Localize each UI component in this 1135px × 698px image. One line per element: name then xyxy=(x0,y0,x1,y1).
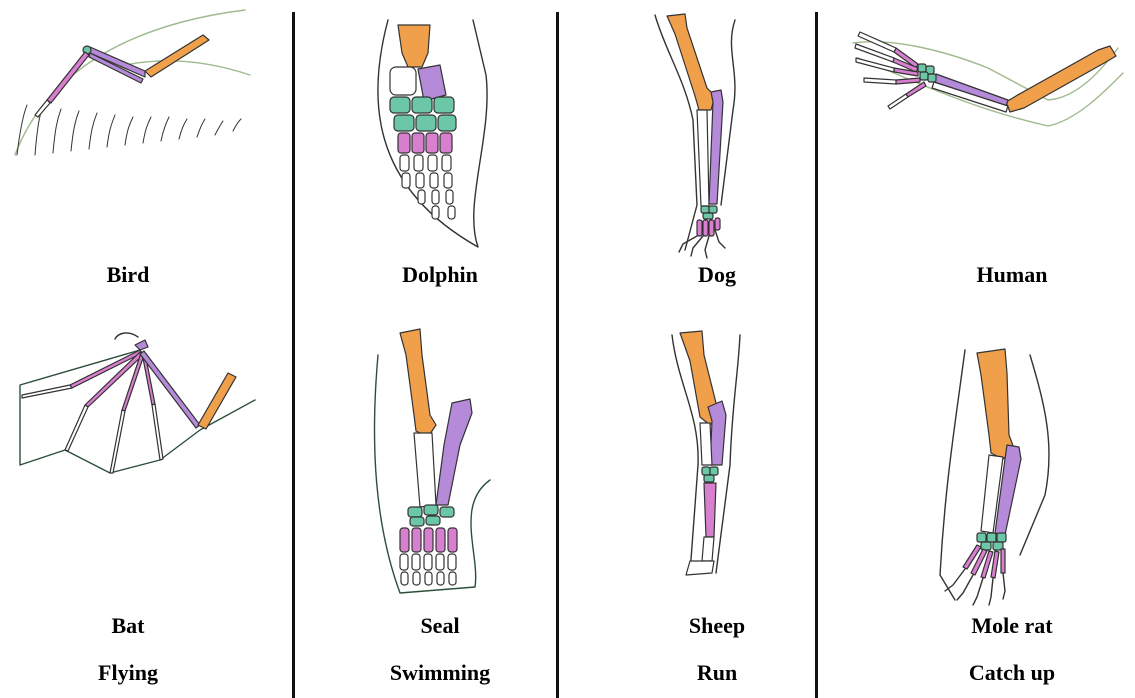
dog-leg-illustration xyxy=(645,10,755,260)
animal-label-dog: Dog xyxy=(698,262,736,288)
function-label-catch-up: Catch up xyxy=(969,660,1055,686)
animal-label-mole-rat: Mole rat xyxy=(971,613,1052,639)
bird-wing-illustration xyxy=(5,5,255,165)
function-label-swimming: Swimming xyxy=(390,660,490,686)
animal-label-human: Human xyxy=(977,262,1048,288)
animal-label-seal: Seal xyxy=(420,613,459,639)
animal-label-bird: Bird xyxy=(107,262,150,288)
human-arm-illustration xyxy=(848,8,1128,138)
animal-label-sheep: Sheep xyxy=(689,613,745,639)
sheep-leg-illustration xyxy=(650,325,750,580)
animal-label-dolphin: Dolphin xyxy=(402,262,478,288)
column-divider-1 xyxy=(292,12,295,698)
animal-label-bat: Bat xyxy=(112,613,145,639)
dolphin-flipper-illustration xyxy=(368,15,508,250)
seal-flipper-illustration xyxy=(370,325,500,595)
column-divider-3 xyxy=(815,12,818,698)
function-label-flying: Flying xyxy=(98,660,158,686)
bat-wing-illustration xyxy=(10,325,260,475)
mole-rat-limb-illustration xyxy=(935,345,1065,610)
column-divider-2 xyxy=(556,12,559,698)
function-label-run: Run xyxy=(697,660,737,686)
